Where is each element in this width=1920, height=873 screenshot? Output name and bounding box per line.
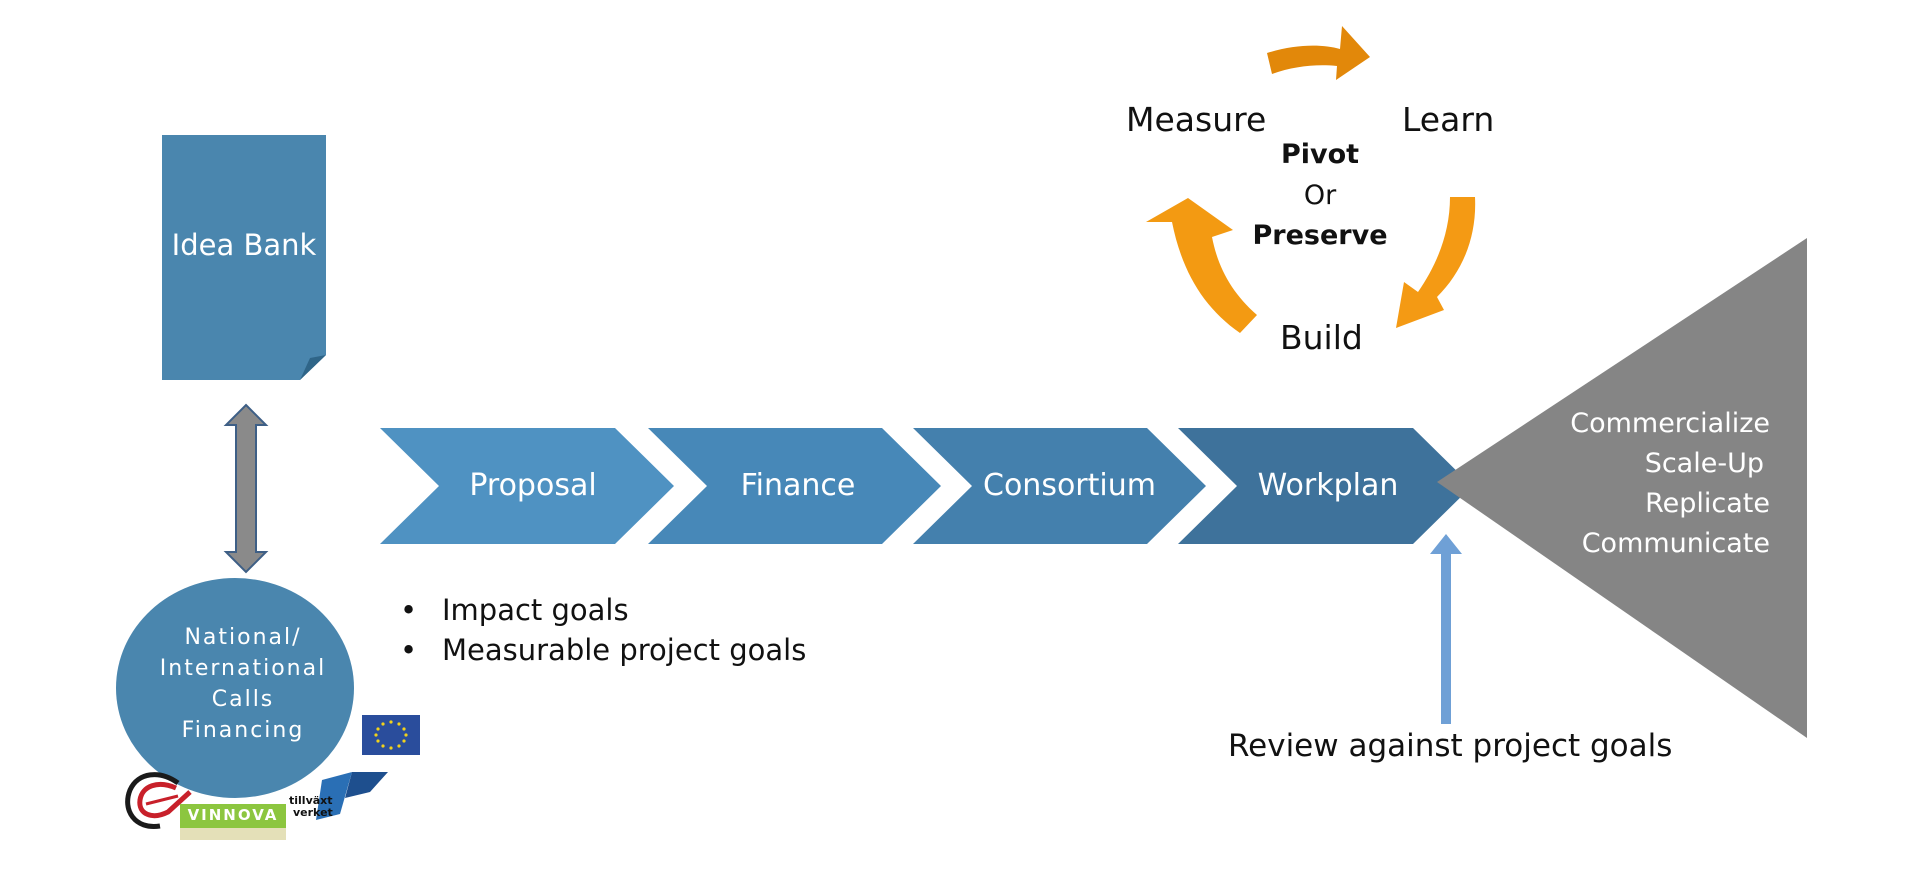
idea-bank-label: Idea Bank	[171, 228, 317, 262]
vinnova-logo-text: VINNOVA	[187, 806, 279, 824]
proposal-goals-list: Impact goals Measurable project goals	[400, 590, 806, 670]
goal-measurable: Measurable project goals	[400, 630, 806, 670]
cycle-center-or: Or	[1303, 180, 1337, 211]
outcomes-list: Commercialize Scale-Up Replicate Communi…	[1570, 404, 1770, 564]
chevron-workplan	[1178, 428, 1472, 544]
outcome-scale-up: Scale-Up	[1644, 448, 1764, 479]
outcome-replicate: Replicate	[1645, 488, 1770, 519]
funding-line-3: Calls	[211, 687, 275, 712]
cycle-build-label: Build	[1280, 318, 1363, 357]
cycle-center-pivot: Pivot	[1280, 139, 1360, 170]
outcome-funnel	[1437, 238, 1807, 738]
goal-impact: Impact goals	[400, 590, 806, 630]
outcome-commercialize: Commercialize	[1570, 408, 1770, 439]
step-finance-label: Finance	[740, 468, 856, 503]
cycle-center-preserve: Preserve	[1252, 220, 1388, 251]
cycle-arrow-measure-to-learn	[1267, 26, 1370, 80]
step-consortium-label: Consortium	[983, 468, 1156, 503]
chevron-consortium	[913, 428, 1206, 544]
chevron-finance	[648, 428, 941, 544]
review-label: Review against project goals	[1228, 728, 1673, 764]
funding-circle	[116, 578, 354, 798]
tillvaxtverket-logo-text: tillväxt verket	[289, 795, 333, 819]
funding-line-2: International	[159, 656, 327, 681]
cycle-arrow-learn-to-build	[1396, 197, 1476, 328]
chevron-proposal	[380, 428, 674, 544]
review-arrow	[1430, 534, 1462, 724]
tillvaxtverket-line-1: tillväxt	[289, 794, 333, 807]
funding-line-1: National/	[184, 625, 302, 650]
step-workplan-label: Workplan	[1257, 468, 1399, 503]
vinnova-logo	[180, 804, 286, 840]
idea-bank-shape	[162, 135, 326, 380]
tillvaxtverket-line-2: verket	[293, 806, 333, 819]
idea-funding-connector	[223, 403, 269, 574]
cycle-measure-label: Measure	[1126, 100, 1267, 139]
cycle-learn-label: Learn	[1402, 100, 1495, 139]
outcome-communicate: Communicate	[1581, 528, 1770, 559]
funding-circle-text: National/ International Calls Financing	[118, 622, 368, 746]
step-proposal-label: Proposal	[469, 468, 597, 503]
idea-bank-fold	[300, 355, 326, 380]
cycle-arrow-build-to-measure	[1146, 198, 1257, 333]
swoosh-logo	[125, 772, 192, 829]
tillvaxtverket-logo	[316, 772, 388, 820]
eu-flag-logo	[362, 715, 420, 755]
funding-line-4: Financing	[181, 718, 305, 743]
